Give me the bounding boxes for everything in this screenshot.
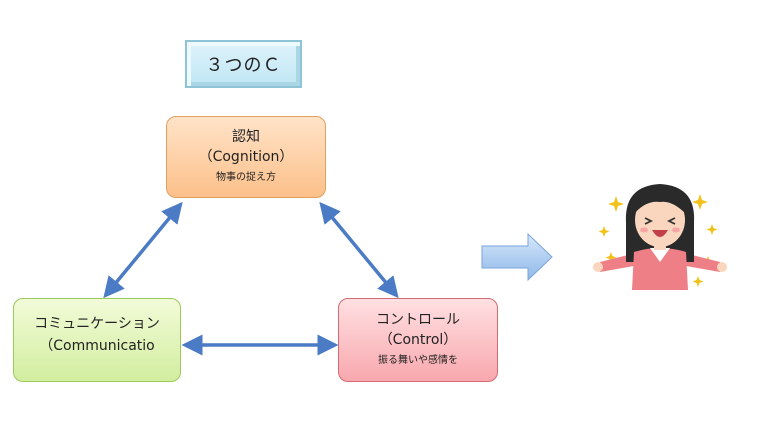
arrow-cognition-communication xyxy=(103,201,183,299)
node-control: コントロール （Control） 振る舞いや感情を xyxy=(338,298,498,382)
node-communication-label: コミュニケーション xyxy=(34,316,160,332)
arrow-cognition-control xyxy=(319,201,399,299)
node-control-english: （Control） xyxy=(378,332,458,348)
result-arrow xyxy=(481,232,553,282)
node-control-label: コントロール xyxy=(376,312,460,328)
node-control-desc: 振る舞いや感情を xyxy=(378,355,458,366)
node-communication: コミュニケーション （Communicatio xyxy=(13,298,181,382)
diagram-title: ３つのＣ xyxy=(185,40,302,88)
happy-woman-icon xyxy=(593,184,727,290)
node-cognition-desc: 物事の捉え方 xyxy=(216,172,276,183)
node-cognition: 認知 （Cognition） 物事の捉え方 xyxy=(166,116,326,198)
node-communication-english: （Communicatio xyxy=(39,338,155,354)
node-cognition-label: 認知 xyxy=(232,129,260,145)
node-cognition-english: （Cognition） xyxy=(198,149,294,165)
